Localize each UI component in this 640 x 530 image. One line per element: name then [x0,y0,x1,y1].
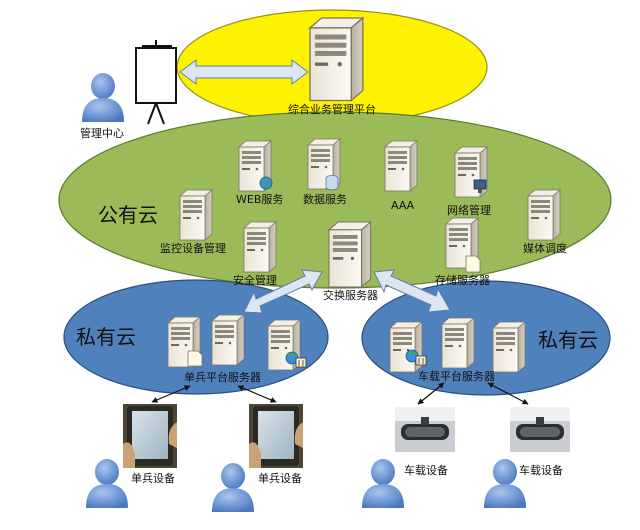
exchange-server-label: 交换服务器 [323,288,378,302]
aaa-server-icon [384,140,418,192]
building-icon [415,355,427,366]
network-server-label: 网络管理 [447,203,491,217]
vehicle-device-2-image [510,407,570,452]
management-link-arrow [179,59,309,85]
building-icon [295,357,307,368]
data-server-label: 数据服务 [303,192,347,206]
management-person-icon [82,73,124,122]
platform-label: 综合业务管理平台 [288,102,376,116]
vehicle-server-3-icon [492,321,526,373]
private-cloud-left-label: 私有云 [76,325,136,349]
link-arrow [151,385,191,403]
link-arrow [417,382,445,405]
vehicle-user-1-icon [362,459,404,508]
database-icon [325,175,339,191]
soldier-device-2-label: 单兵设备 [258,471,302,485]
globe-icon [259,176,273,190]
exchange-right-arrow [373,269,451,313]
security-server-label: 安全管理 [233,273,277,287]
private-cloud-right-ellipse [361,280,611,396]
management-label: 管理中心 [80,126,124,140]
aaa-server-label: AAA [391,199,415,212]
soldier-user-1-icon [86,459,128,508]
media-server-label: 媒体调度 [523,241,567,255]
vehicle-platform-label: 车载平台服务器 [418,369,495,383]
platform-server-icon [309,17,364,102]
soldier-device-2-image [249,404,303,468]
media-server-icon [527,189,561,241]
soldier-server-2-icon [211,314,245,366]
storage-document-icon [465,255,481,273]
vehicle-device-1-image [395,407,455,452]
soldier-device-1-label: 单兵设备 [131,471,175,485]
soldier-device-1-image [123,404,177,468]
vehicle-device-2-label: 车载设备 [519,463,563,477]
public-cloud-label: 公有云 [98,203,158,227]
storage-server-label: 存储服务器 [435,273,490,287]
soldier-document-icon [187,350,203,367]
vehicle-device-1-label: 车载设备 [404,463,448,477]
globe-icon [405,349,419,363]
presentation-board-icon [135,40,177,125]
monitor-server-icon [179,189,213,241]
link-arrow [237,385,277,403]
web-server-label: WEB服务 [236,193,283,206]
monitor-server-label: 监控设备管理 [160,241,226,255]
network-monitor-icon [473,179,487,193]
soldier-user-2-icon [212,463,254,512]
security-server-icon [243,221,277,273]
vehicle-server-2-icon [441,317,475,369]
exchange-left-arrow [243,269,323,314]
link-arrow [487,382,529,405]
network-server-icon [454,146,488,198]
exchange-server-icon [328,221,372,288]
private-cloud-right-label: 私有云 [538,328,598,352]
soldier-platform-label: 单兵平台服务器 [184,370,261,384]
